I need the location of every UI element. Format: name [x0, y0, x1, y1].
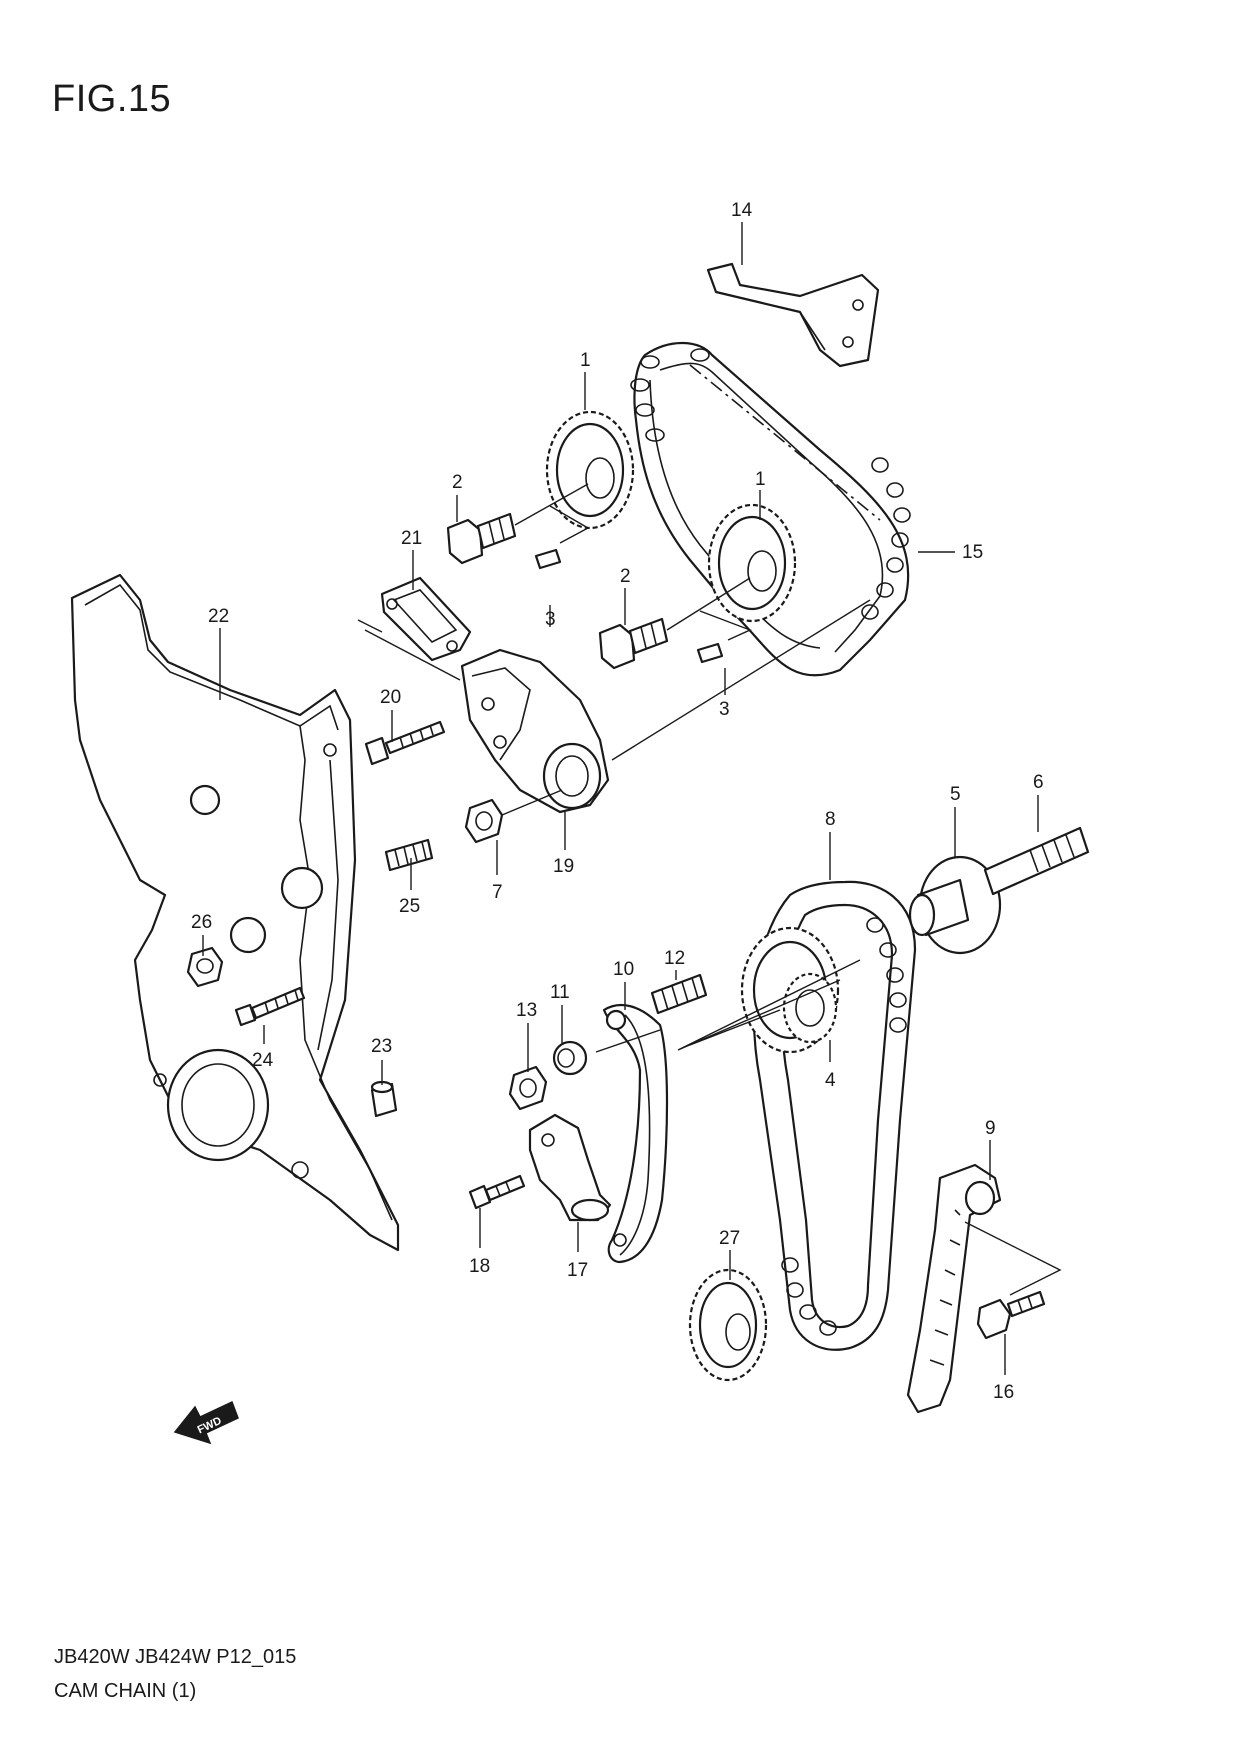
model-code: JB420W JB424W P12_015 [54, 1646, 297, 1668]
dowel-pin-3a[interactable] [534, 548, 562, 570]
nut-7[interactable] [464, 798, 504, 844]
spacer-11[interactable] [552, 1040, 588, 1076]
callout-1a: 1 [580, 350, 591, 371]
timing-chain-cover[interactable] [70, 573, 400, 1252]
callout-21: 21 [401, 528, 422, 549]
camshaft-sprocket-1b[interactable] [707, 503, 797, 623]
callout-27: 27 [719, 1228, 740, 1249]
callout-4: 4 [825, 1070, 836, 1091]
callout-13: 13 [516, 1000, 537, 1021]
callout-8: 8 [825, 809, 836, 830]
callout-labels: 14 1 1 2 2 3 3 15 21 22 20 19 25 7 26 24… [191, 200, 1044, 1403]
bolt-18[interactable] [468, 1174, 526, 1210]
callout-18: 18 [469, 1256, 490, 1277]
crankshaft-sprocket-27[interactable] [688, 1268, 768, 1382]
nut-13[interactable] [508, 1065, 548, 1111]
stud-25[interactable] [384, 838, 434, 872]
gasket-21[interactable] [380, 576, 472, 662]
callout-5: 5 [950, 784, 961, 805]
chain-guide-upper-14[interactable] [706, 262, 880, 368]
callout-24: 24 [252, 1050, 274, 1071]
callout-leaders [202, 222, 1039, 1375]
tensioner-adjuster-17[interactable] [528, 1113, 612, 1222]
callout-15: 15 [962, 542, 983, 563]
idler-shaft-5[interactable] [908, 855, 1002, 955]
callout-14: 14 [731, 200, 753, 221]
crankshaft-sprocket-4[interactable] [740, 926, 840, 1054]
callout-20: 20 [380, 687, 401, 708]
chain-tensioner-19[interactable] [460, 648, 610, 814]
callout-1b: 1 [755, 469, 766, 490]
callout-2b: 2 [620, 566, 631, 587]
callout-10: 10 [613, 959, 634, 980]
figure-title: FIG.15 [52, 78, 172, 120]
camshaft-sprocket-1a[interactable] [545, 410, 635, 530]
idler-bolt-6[interactable] [983, 826, 1090, 896]
callout-6: 6 [1033, 772, 1044, 793]
callout-22: 22 [208, 606, 229, 627]
callout-3a: 3 [545, 609, 556, 630]
callout-2a: 2 [452, 472, 463, 493]
callout-3b: 3 [719, 699, 730, 720]
callout-16: 16 [993, 1382, 1014, 1403]
fwd-direction-marker: FWD [173, 1400, 239, 1445]
sprocket-bolt-2b[interactable] [598, 617, 669, 670]
stud-12[interactable] [650, 973, 708, 1015]
section-title: CAM CHAIN (1) [54, 1680, 197, 1702]
bolt-24[interactable] [234, 986, 306, 1027]
callout-23: 23 [371, 1036, 392, 1057]
dowel-23[interactable] [370, 1080, 398, 1118]
callout-11: 11 [550, 982, 570, 1003]
chain-guide-lower-9[interactable] [906, 1163, 1002, 1414]
nut-26[interactable] [186, 946, 224, 988]
callout-17: 17 [567, 1260, 588, 1281]
dowel-pin-3b[interactable] [696, 642, 724, 664]
sprocket-bolt-2a[interactable] [446, 512, 517, 565]
callout-25: 25 [399, 896, 420, 917]
tensioner-arm-10[interactable] [602, 1003, 669, 1264]
timing-chain-upper-15[interactable] [630, 341, 911, 677]
bolt-16[interactable] [976, 1290, 1046, 1340]
bolt-20[interactable] [364, 720, 446, 766]
callout-9: 9 [985, 1118, 996, 1139]
callout-12: 12 [664, 948, 685, 969]
callout-26: 26 [191, 912, 212, 933]
callout-7: 7 [492, 882, 503, 903]
callout-19: 19 [553, 856, 574, 877]
